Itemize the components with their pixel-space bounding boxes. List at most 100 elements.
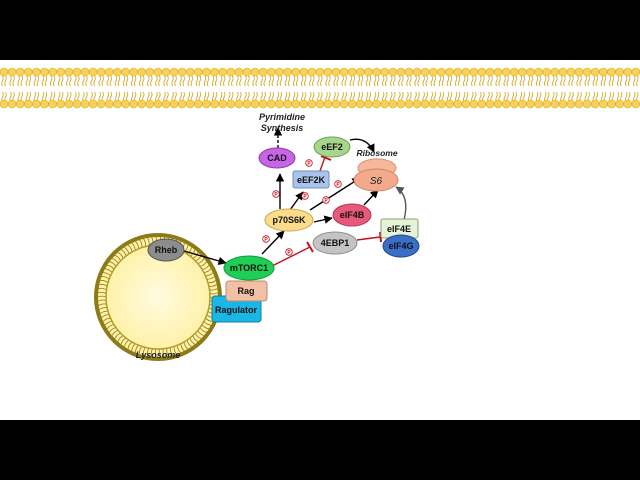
lipid-tail xyxy=(360,75,364,87)
phospho-marker: P xyxy=(285,248,293,256)
lipid-tail xyxy=(166,75,169,87)
lipid-head xyxy=(72,67,82,77)
lipid-head xyxy=(542,99,552,109)
lipid-tail xyxy=(228,75,231,87)
lipid-tail xyxy=(271,75,274,87)
inhibit-4ebp1-to-eif4e xyxy=(356,236,381,241)
lipid-head xyxy=(461,99,471,109)
lipid-tail xyxy=(336,75,339,87)
lipid-tail xyxy=(41,75,45,87)
lipid-head xyxy=(518,99,527,109)
lipid-tail xyxy=(619,75,623,87)
lipid-tail xyxy=(584,75,587,87)
lipid-tail xyxy=(223,75,226,87)
lipid-tail xyxy=(625,75,628,87)
lipid-head xyxy=(558,99,568,109)
lipid-tail xyxy=(61,75,64,87)
lipid-head xyxy=(485,99,495,109)
lipid-head xyxy=(582,99,592,109)
lipid-tail xyxy=(535,75,539,87)
lipid-tail xyxy=(522,75,526,87)
lipid-head xyxy=(364,99,373,109)
lipid-head xyxy=(88,67,98,77)
lipid-head xyxy=(493,99,503,109)
lipid-tail xyxy=(179,75,182,87)
lipid-head xyxy=(615,99,624,109)
lipid-head xyxy=(186,67,195,77)
lipid-tail xyxy=(633,75,636,87)
lipid-tail xyxy=(547,75,550,87)
lipid-tail xyxy=(636,75,639,87)
lipid-head xyxy=(218,67,227,77)
lipid-head xyxy=(574,67,584,77)
lipid-head xyxy=(48,99,57,109)
lipid-tail xyxy=(36,75,40,87)
lipid-tail xyxy=(506,75,509,87)
lipid-head xyxy=(347,67,357,77)
lipid-tail xyxy=(28,75,31,87)
lipid-tail xyxy=(142,75,145,87)
lipid-head xyxy=(275,99,284,109)
lipid-head xyxy=(542,67,552,77)
lipid-tail xyxy=(49,75,53,87)
lipid-tail xyxy=(482,75,485,87)
lipid-tail xyxy=(317,75,320,87)
lipid-tail xyxy=(490,75,493,87)
lipid-tail xyxy=(595,75,598,87)
lipid-head xyxy=(445,99,454,109)
lipid-head xyxy=(291,99,300,109)
lipid-head xyxy=(501,67,511,77)
lipid-tail xyxy=(487,75,490,87)
lipid-head xyxy=(615,67,624,77)
lipid-tail xyxy=(187,75,190,87)
lipid-head xyxy=(509,67,519,77)
lipid-head xyxy=(226,67,236,77)
lipid-tail xyxy=(357,75,361,87)
4ebp1-label: 4EBP1 xyxy=(321,238,350,248)
lipid-tail xyxy=(616,75,620,87)
lipid-head xyxy=(469,99,479,109)
lipid-tail xyxy=(133,75,137,87)
lipid-tail xyxy=(263,75,266,87)
lipid-tail xyxy=(85,75,88,87)
lipid-head xyxy=(574,99,584,109)
lipid-tail xyxy=(579,75,582,87)
lipid-tail xyxy=(385,75,388,87)
phospho-marker: P xyxy=(322,196,330,204)
lipid-tail xyxy=(514,75,517,87)
lipid-head xyxy=(266,67,276,77)
lipid-tail xyxy=(441,75,445,87)
lipid-head xyxy=(266,99,276,109)
lipid-head xyxy=(291,67,300,77)
lipid-head xyxy=(607,99,616,109)
lipid-tail xyxy=(155,75,158,87)
lipid-tail xyxy=(130,75,134,87)
lipid-tail xyxy=(511,75,514,87)
lipid-head xyxy=(283,99,292,109)
lipid-head xyxy=(461,67,471,77)
lipid-head xyxy=(145,67,155,77)
inhibit-bar-eef2 xyxy=(320,155,332,161)
inhibit-eef2k-to-eef2 xyxy=(319,156,326,172)
lipid-tail xyxy=(600,75,604,87)
lipid-tail xyxy=(425,75,428,87)
lipid-tail xyxy=(163,75,166,87)
lipid-tail xyxy=(195,75,199,87)
lipid-tail xyxy=(4,75,7,87)
lipid-tail xyxy=(438,75,442,87)
lipid-tail xyxy=(260,75,263,87)
lipid-tail xyxy=(571,75,574,87)
lipid-tail xyxy=(503,75,506,87)
ribosome-label: Ribosome xyxy=(356,148,397,158)
node-p70s6k: p70S6K xyxy=(264,208,314,232)
lipid-head xyxy=(153,99,163,109)
lipid-tail xyxy=(592,75,595,87)
lipid-tail xyxy=(587,75,590,87)
lipid-head xyxy=(129,99,138,109)
lipid-tail xyxy=(544,75,547,87)
lipid-tail xyxy=(382,75,385,87)
lipid-tail xyxy=(147,75,150,87)
lipid-head xyxy=(372,67,381,77)
